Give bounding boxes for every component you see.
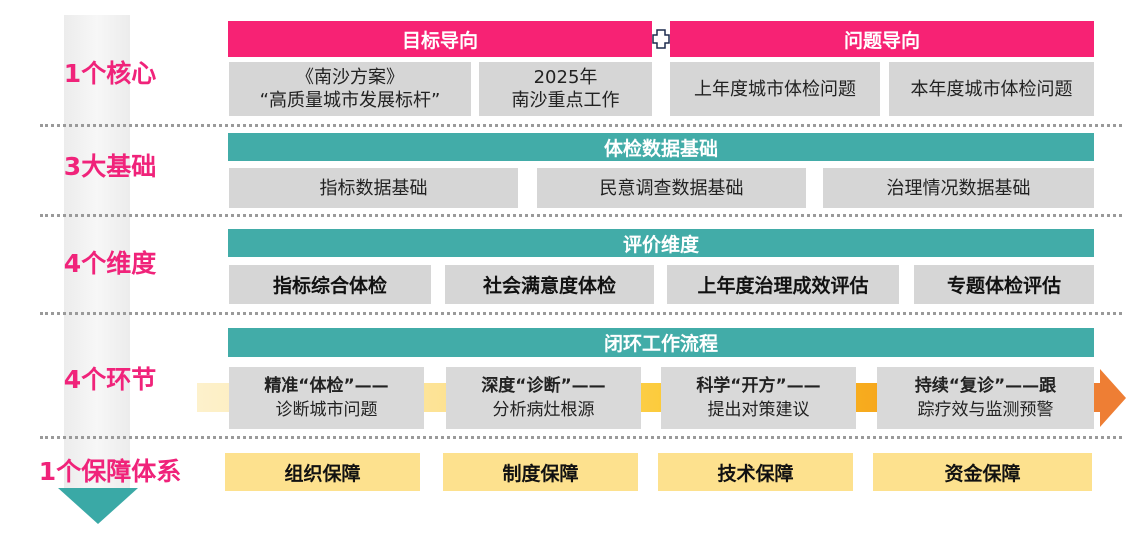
dimension-item: 上年度治理成效评估 — [667, 265, 899, 304]
step-desc: 踪疗效与监测预警 — [917, 400, 1054, 420]
guarantee-item: 资金保障 — [873, 453, 1092, 491]
level-label-process: 4个环节 — [63, 365, 157, 394]
problem-oriented-header: 问题导向 — [670, 21, 1094, 57]
level-label-foundation: 3大基础 — [63, 152, 157, 181]
guarantee-item: 组织保障 — [225, 453, 420, 491]
goal-item-nansha-plan: 《南沙方案》“高质量城市发展标杆” — [229, 62, 471, 116]
guarantee-item: 制度保障 — [443, 453, 638, 491]
divider — [40, 312, 1122, 315]
dimension-item: 专题体检评估 — [914, 265, 1094, 304]
process-header: 闭环工作流程 — [228, 328, 1094, 357]
process-step-checkup: 精准“体检”—— 诊断城市问题 — [229, 367, 424, 429]
vertical-flow-arrow — [64, 15, 130, 490]
divider — [40, 436, 1122, 439]
step-title: 持续“复诊”——跟 — [914, 376, 1057, 396]
problem-item: 本年度城市体检问题 — [889, 62, 1094, 116]
foundation-item: 民意调查数据基础 — [537, 168, 806, 208]
goal-item-2025-work: 2025年南沙重点工作 — [479, 62, 652, 116]
goal-item-line: 2025年 — [533, 67, 598, 88]
dimension-item: 社会满意度体检 — [445, 265, 654, 304]
down-arrow-head-icon — [58, 488, 138, 524]
foundation-item: 治理情况数据基础 — [823, 168, 1094, 208]
step-desc: 提出对策建议 — [707, 400, 810, 420]
goal-item-line: 南沙重点工作 — [511, 90, 620, 111]
level-label-core: 1个核心 — [63, 59, 157, 88]
goal-item-line: 《南沙方案》 — [296, 67, 404, 88]
divider — [40, 214, 1122, 217]
step-desc: 诊断城市问题 — [275, 400, 378, 420]
goal-oriented-header: 目标导向 — [228, 21, 652, 57]
level-label-guarantee: 1个保障体系 — [38, 457, 182, 486]
process-step-prescription: 科学“开方”—— 提出对策建议 — [661, 367, 856, 429]
step-desc: 分析病灶根源 — [492, 400, 595, 420]
process-step-diagnosis: 深度“诊断”—— 分析病灶根源 — [446, 367, 641, 429]
guarantee-item: 技术保障 — [658, 453, 853, 491]
step-title: 精准“体检”—— — [264, 376, 389, 396]
plus-connector-icon — [652, 29, 670, 49]
goal-item-line: “高质量城市发展标杆” — [259, 90, 441, 111]
dimension-item: 指标综合体检 — [229, 265, 431, 304]
problem-item: 上年度城市体检问题 — [670, 62, 880, 116]
dimension-header: 评价维度 — [228, 229, 1094, 257]
step-title: 科学“开方”—— — [696, 376, 821, 396]
process-step-followup: 持续“复诊”——跟踪疗效与监测预警 — [877, 367, 1094, 429]
foundation-item: 指标数据基础 — [229, 168, 518, 208]
right-arrow-head-icon — [1100, 369, 1126, 427]
foundation-header: 体检数据基础 — [228, 133, 1094, 161]
step-title: 深度“诊断”—— — [481, 376, 606, 396]
divider — [40, 124, 1122, 127]
level-label-dimension: 4个维度 — [63, 249, 157, 278]
